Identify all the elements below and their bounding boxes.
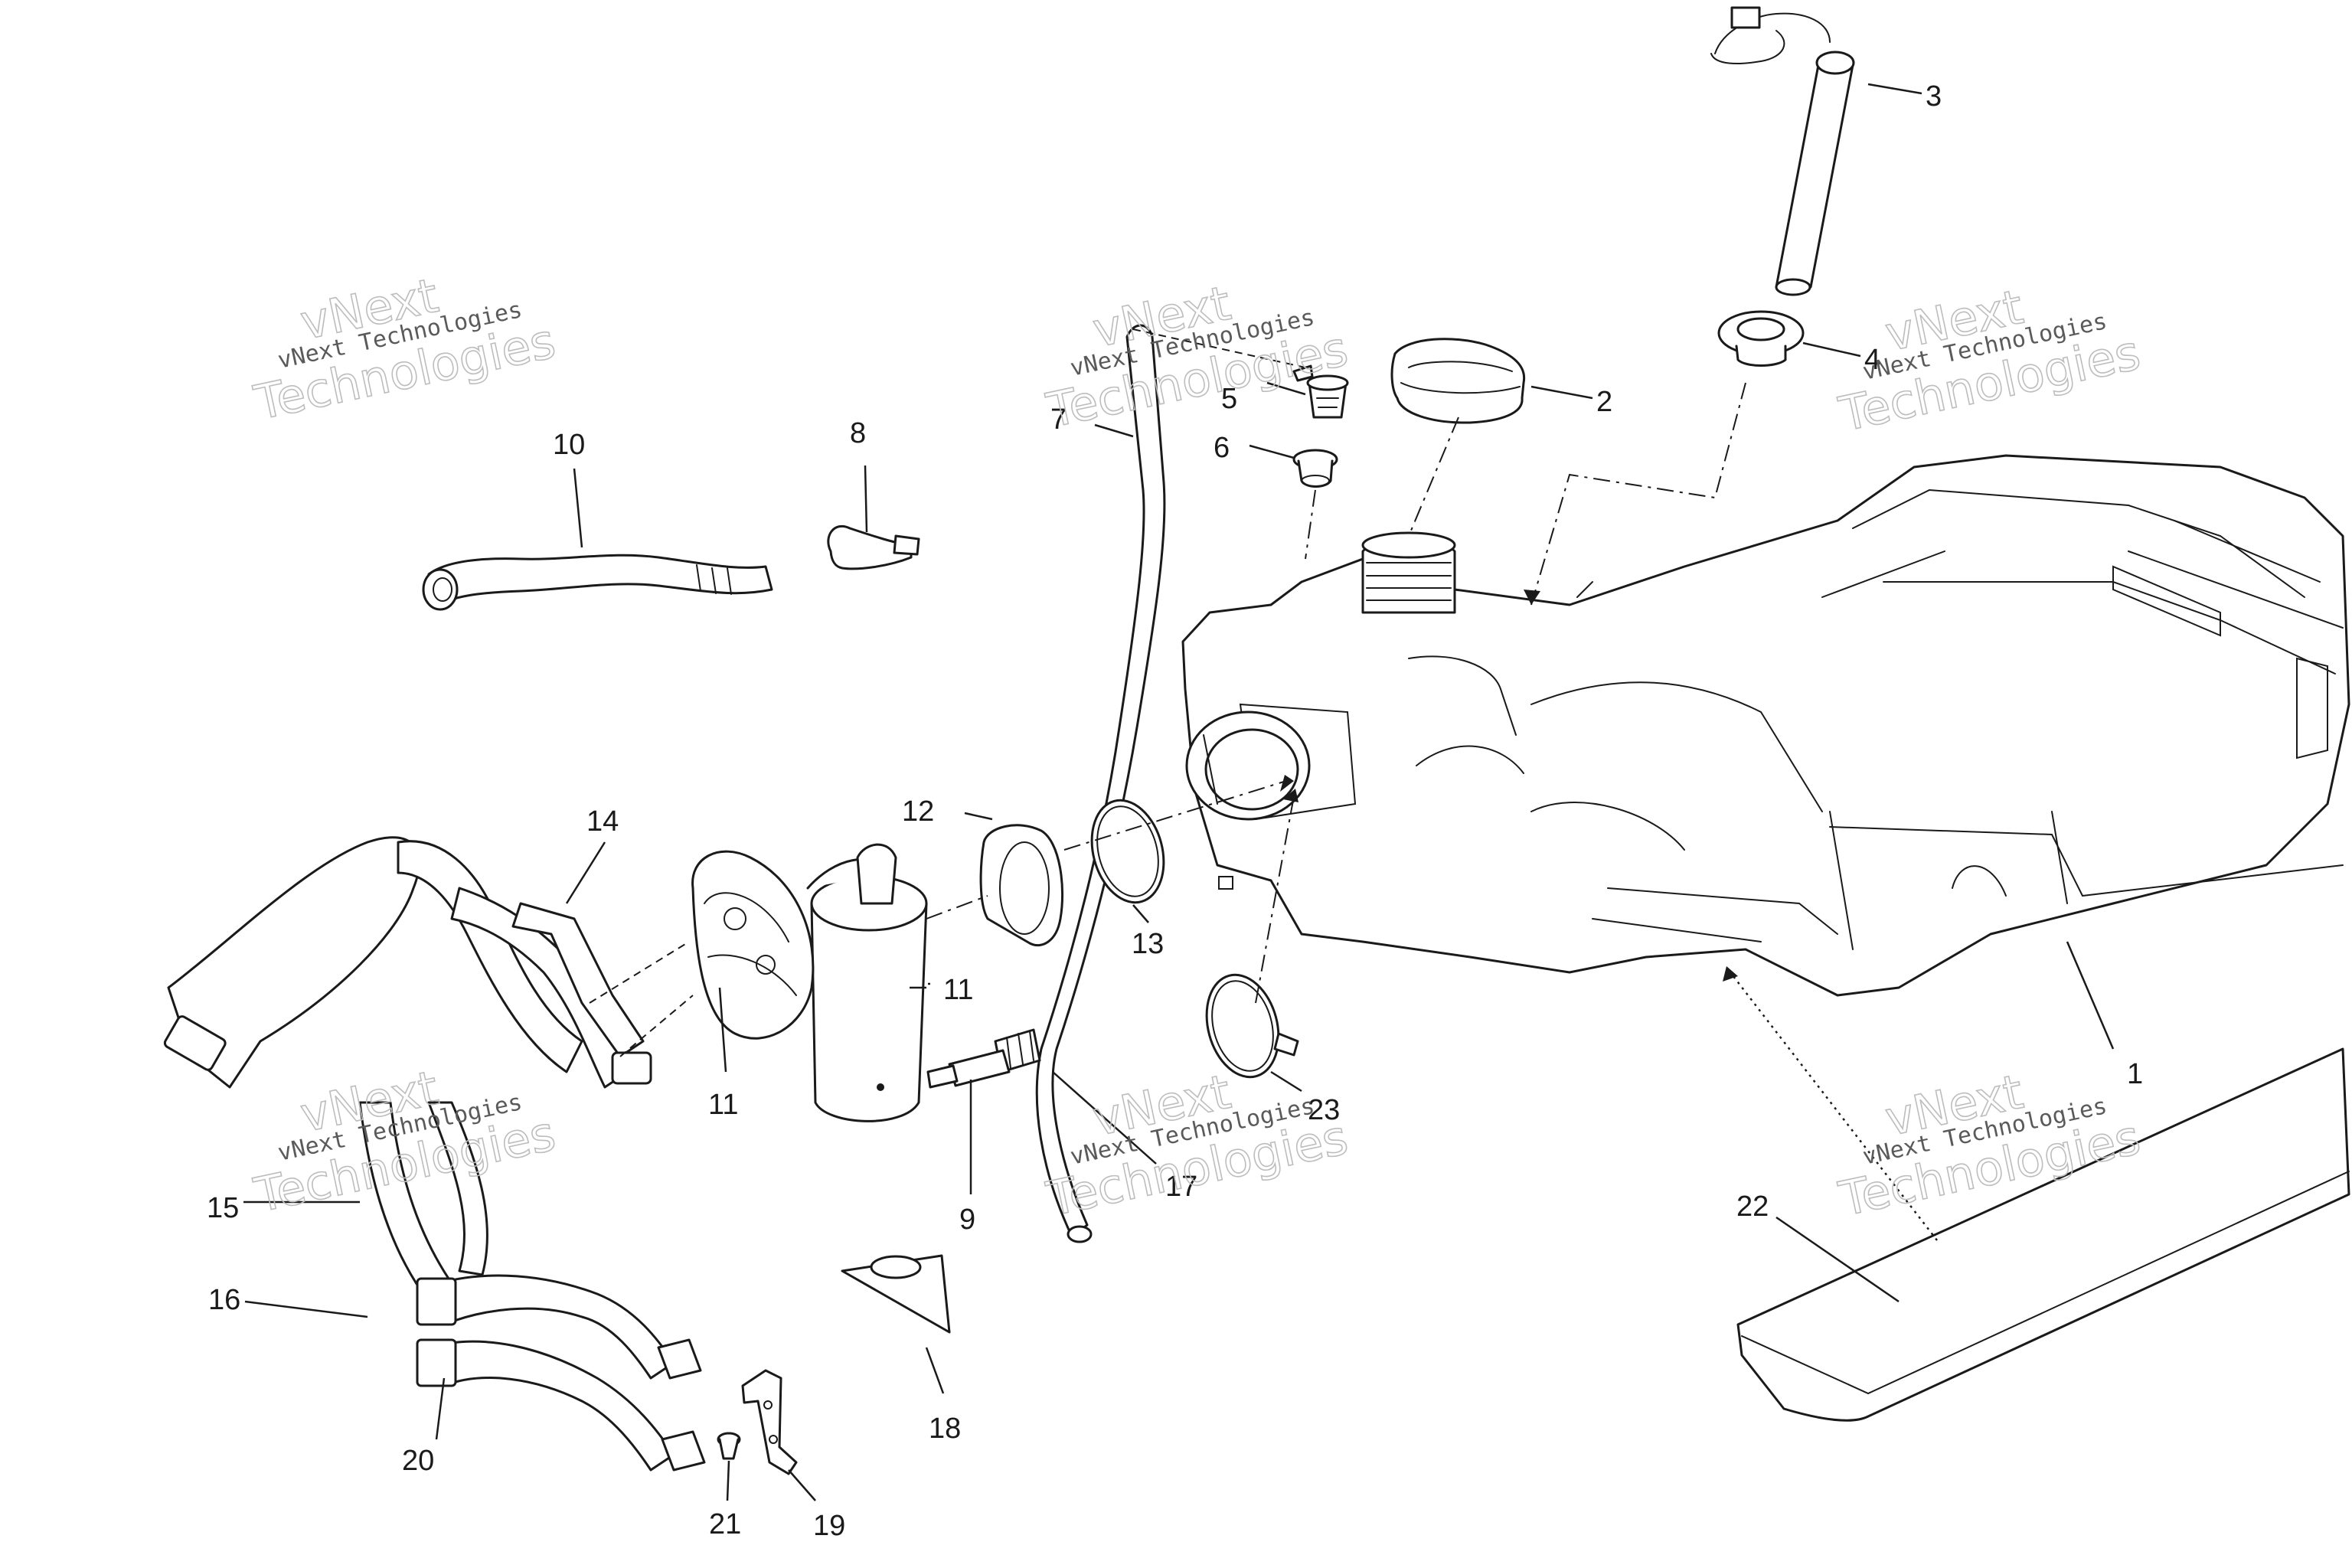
callout-5: 5 xyxy=(1221,383,1237,415)
fuel-baffle xyxy=(841,1254,951,1334)
grommet xyxy=(1717,310,1805,367)
lock-ring xyxy=(979,824,1064,947)
fill-hose xyxy=(422,554,773,611)
callout-labels: 1 2 3 4 5 6 7 8 9 10 11 11 12 13 14 15 1… xyxy=(207,80,2143,1542)
callout-20: 20 xyxy=(402,1445,434,1477)
watermark-top-left: vNext vNext Technologies Technologies xyxy=(249,266,560,432)
callout-8: 8 xyxy=(850,417,866,449)
tank-pad xyxy=(1736,1047,2350,1422)
callout-12: 12 xyxy=(902,795,934,828)
fuel-cap xyxy=(1390,338,1526,424)
leader-lines xyxy=(243,83,2115,1501)
fuel-lines xyxy=(163,836,706,1472)
callout-14: 14 xyxy=(586,805,619,838)
assembly-lines xyxy=(589,328,1938,1241)
callout-2: 2 xyxy=(1596,386,1612,418)
callout-16: 16 xyxy=(208,1284,240,1316)
callout-17: 17 xyxy=(1165,1171,1197,1203)
callout-18: 18 xyxy=(929,1413,961,1445)
mounting-bracket xyxy=(741,1369,798,1475)
callout-1: 1 xyxy=(2127,1058,2143,1090)
callout-11-pump: 11 xyxy=(943,974,973,1006)
callout-9: 9 xyxy=(959,1204,975,1236)
callout-15: 15 xyxy=(207,1192,239,1224)
vent-tube xyxy=(994,324,1166,1243)
fuel-tank xyxy=(1181,454,2350,997)
callout-11-module: 11 xyxy=(708,1089,738,1121)
screw xyxy=(717,1432,741,1460)
callout-3: 3 xyxy=(1926,80,1942,113)
callout-23: 23 xyxy=(1308,1094,1340,1126)
fuel-pump xyxy=(691,843,1011,1122)
fuel-sender xyxy=(1710,6,1855,296)
rollover-valve xyxy=(1292,364,1349,419)
o-ring-clamp xyxy=(1205,973,1299,1079)
callout-6: 6 xyxy=(1214,432,1230,464)
callout-21: 21 xyxy=(709,1508,741,1540)
valve-grommet xyxy=(1292,449,1338,488)
callout-7: 7 xyxy=(1050,403,1067,436)
callout-22: 22 xyxy=(1736,1191,1769,1223)
callout-10: 10 xyxy=(553,429,585,461)
callout-4: 4 xyxy=(1864,344,1880,376)
o-ring-seal xyxy=(1090,799,1165,904)
callout-19: 19 xyxy=(813,1510,845,1542)
callout-13: 13 xyxy=(1132,928,1164,960)
hose-clamp xyxy=(827,524,920,570)
watermark-top-center: vNext vNext Technologies Technologies xyxy=(1041,274,1353,439)
